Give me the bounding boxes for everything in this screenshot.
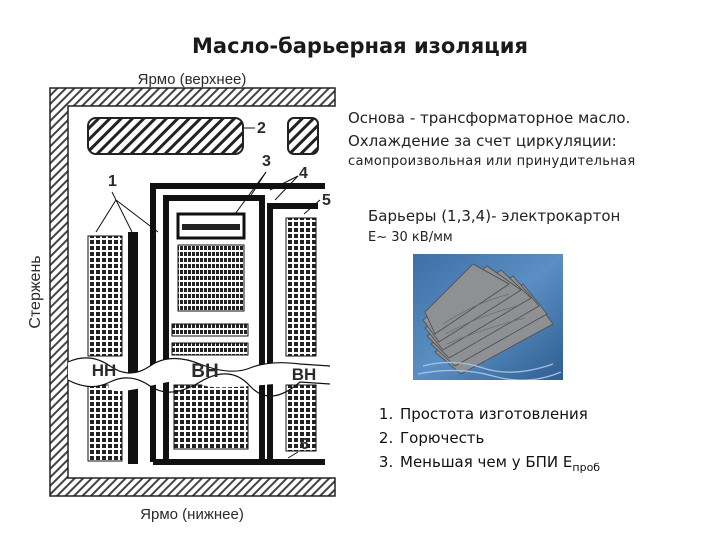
oil-basis-text: Основа - трансформаторное масло. Охлажде… <box>348 107 630 153</box>
lv-winding <box>87 235 123 462</box>
barrier-1 <box>128 232 138 464</box>
hv-outer-label: ВН <box>292 365 317 384</box>
field-strength-line: E~ 30 кВ/мм <box>368 230 453 245</box>
end-insulation-block-right <box>287 117 319 155</box>
page-title: Масло-барьерная изоляция <box>192 34 528 58</box>
callout-3: 3 <box>262 153 271 170</box>
field-symbol: E <box>368 230 377 245</box>
callouts: 1 2 3 4 5 6 <box>95 120 331 459</box>
yoke-top-label: Ярмо (верхнее) <box>138 71 247 88</box>
hv-winding-inner <box>171 212 249 450</box>
yoke-bottom-label: Ярмо (нижнее) <box>140 506 244 523</box>
break-band <box>67 357 331 397</box>
advantage-item: Простота изготовления <box>398 402 600 426</box>
hv-inner-label: ВН <box>191 361 218 382</box>
circulation-line: самопроизвольная или принудительная <box>348 154 636 169</box>
advantage-item: Горючесть <box>398 426 600 450</box>
advantage-text: Меньшая чем у БПИ E <box>400 453 573 471</box>
callout-2: 2 <box>257 120 266 137</box>
yoke-frame <box>49 87 336 497</box>
advantage-item: Меньшая чем у БПИ Eпроб <box>398 450 600 480</box>
callout-5: 5 <box>322 192 331 209</box>
callout-1: 1 <box>108 173 117 190</box>
advantages-list: Простота изготовления Горючесть Меньшая … <box>370 402 600 480</box>
field-value: ~ 30 кВ/мм <box>376 230 453 245</box>
cooling-line: Охлаждение за счет циркуляции: <box>348 132 617 150</box>
core-label: Стержень <box>27 255 44 328</box>
lv-winding-label: НН <box>92 361 117 380</box>
oil-basis-line: Основа - трансформаторное масло. <box>348 109 631 127</box>
hv-winding-outer <box>285 217 317 452</box>
electrocardboard-photo-icon <box>413 254 563 380</box>
callout-6: 6 <box>300 436 309 453</box>
advantage-subscript: проб <box>572 461 601 474</box>
barriers-line: Барьеры (1,3,4)- электрокартон <box>368 207 621 225</box>
callout-4: 4 <box>299 165 308 182</box>
end-insulation-block <box>87 117 244 155</box>
